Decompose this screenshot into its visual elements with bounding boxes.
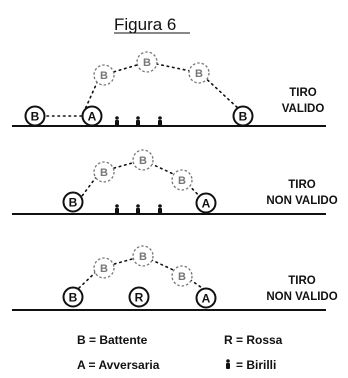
ghost-ball-letter: B [139,155,147,167]
ball-letter: R [135,291,144,305]
pin-icon [136,204,140,214]
ghost-ball-letter: B [143,57,151,69]
ball-letter: B [239,110,248,124]
ghost-ball: B [93,161,115,183]
ghost-ball: B [93,64,115,86]
legend-avversaria: A = Avversaria [77,358,160,372]
ball-battente-final: B [232,105,254,127]
ball-avversaria: A [195,287,217,309]
ball-avversaria: A [195,192,217,214]
legend-birilli: = Birilli [236,358,276,372]
panel-tiro-valido: B A B B B B TIRO VALIDO [12,51,326,127]
ghost-ball: B [132,149,154,171]
trajectory-path [46,61,241,117]
pin-icon [136,116,140,126]
legend: B = Battente R = Rossa A = Avversaria = … [77,333,283,372]
ghost-ball-letter: B [178,175,186,187]
figure-title: Figura 6 [114,15,176,34]
legend-rossa: R = Rossa [224,333,283,347]
ball-letter: B [31,110,40,124]
ball-letter: A [88,110,97,124]
ball-battente: B [62,286,84,308]
ghost-ball: B [171,265,193,287]
verdict-line-1: TIRO [288,179,316,191]
ghost-ball-letter: B [139,251,147,263]
legend-battente: B = Battente [77,333,148,347]
verdict-line-1: TIRO [289,87,317,99]
panel-tiro-non-valido-1: B B B B A TIRO NON VALIDO [12,149,338,215]
ghost-ball: B [171,169,193,191]
ghost-ball: B [136,51,158,73]
ball-rossa: R [128,286,150,308]
ghost-ball: B [93,257,115,279]
ghost-ball: B [188,62,210,84]
ball-letter: A [202,197,211,211]
ball-avversaria: A [81,105,103,127]
pin-icon [226,359,230,369]
verdict-line-2: NON VALIDO [266,291,337,303]
ghost-ball-letter: B [178,271,186,283]
ghost-ball-letter: B [100,70,108,82]
verdict-line-1: TIRO [288,275,316,287]
pin-icon [115,116,119,126]
pin-icon [158,116,162,126]
ghost-ball-letter: B [195,68,203,80]
ghost-ball-letter: B [100,167,108,179]
ball-letter: B [69,291,78,305]
verdict-line-2: VALIDO [282,103,325,115]
ghost-ball: B [132,245,154,267]
ball-battente: B [24,105,46,127]
ghost-ball-letter: B [100,263,108,275]
panel-tiro-non-valido-2: B R B B B A TIRO NON VALIDO [12,245,338,311]
ball-battente: B [62,191,84,213]
pin-icon [158,204,162,214]
verdict-line-2: NON VALIDO [266,195,337,207]
ball-letter: A [202,292,211,306]
ball-letter: B [69,196,78,210]
pin-icon [115,204,119,214]
